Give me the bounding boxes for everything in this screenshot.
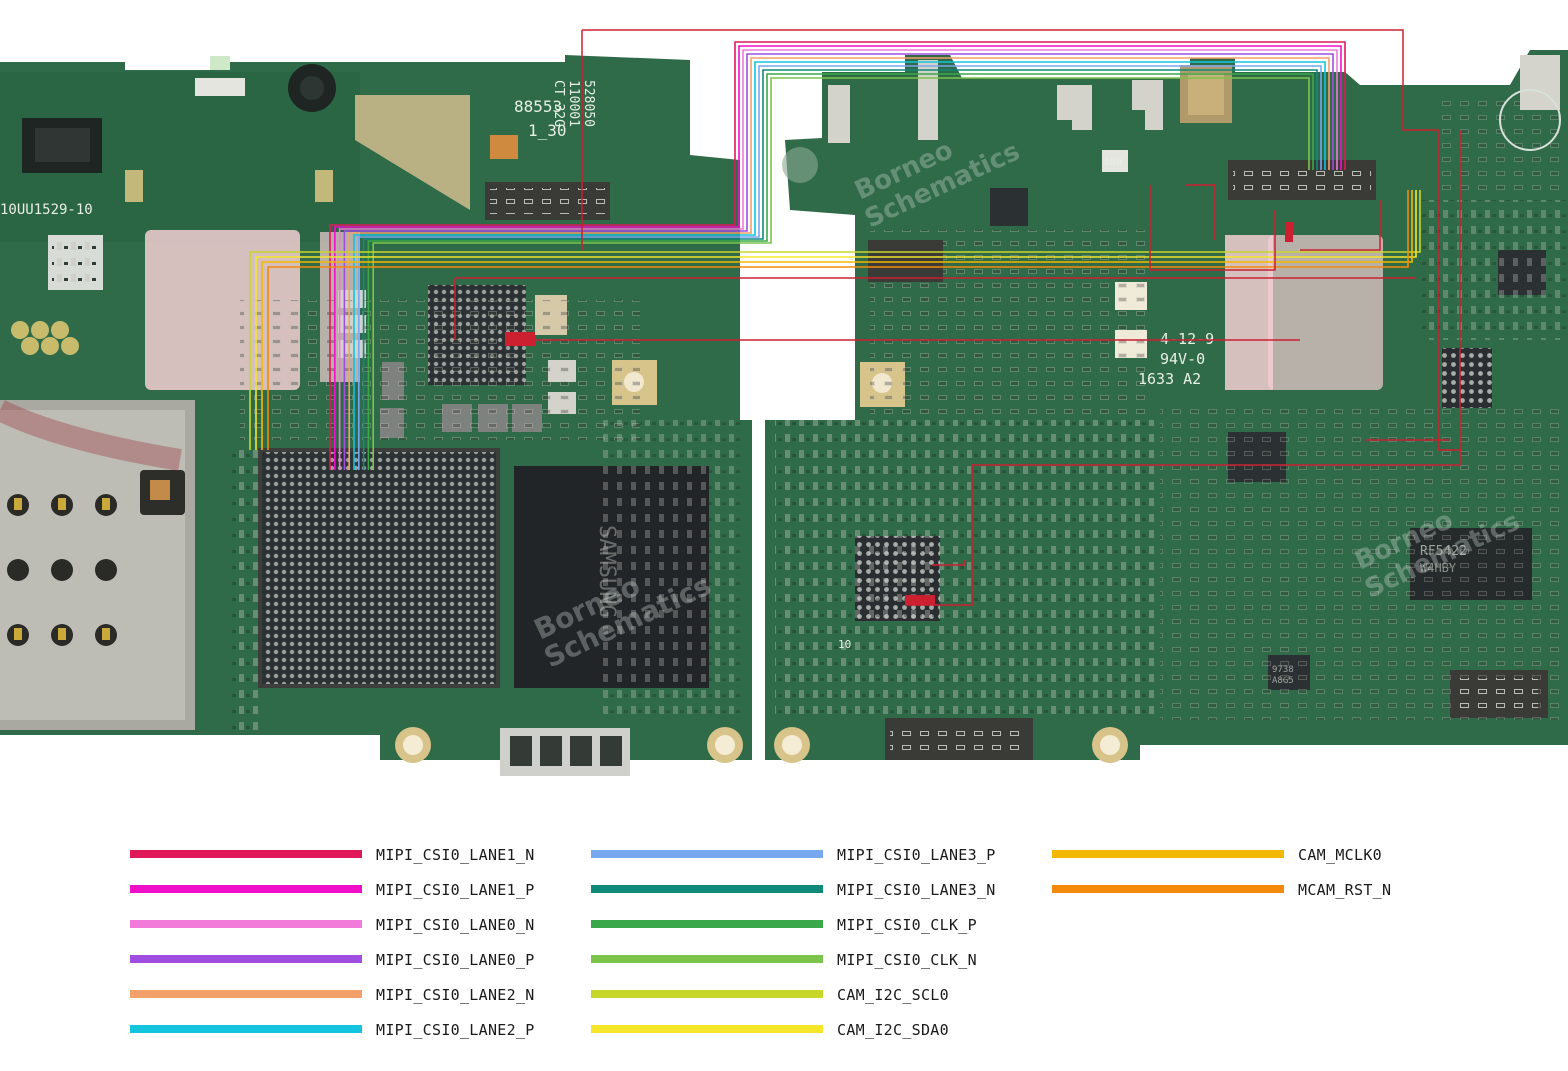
legend-label: MCAM_RST_N bbox=[1298, 881, 1392, 899]
legend-label: MIPI_CSI0_CLK_P bbox=[837, 916, 977, 934]
signal-trace bbox=[329, 41, 1346, 470]
right-board: RF5422 W4HBY 9738 A8G5 bbox=[765, 50, 1568, 763]
legend-label: MIPI_CSI0_LANE0_P bbox=[376, 951, 535, 969]
signal-trace bbox=[343, 53, 1334, 470]
legend-label: CAM_MCLK0 bbox=[1298, 846, 1382, 864]
svg-text:4-12-9: 4-12-9 bbox=[1160, 330, 1214, 348]
signal-trace bbox=[348, 57, 1330, 470]
left-board: SAMSUNG 10UU1529-10 88553 1_30 bbox=[0, 55, 752, 776]
legend-swatch bbox=[130, 955, 362, 963]
signal-trace bbox=[249, 190, 1421, 450]
sim-tray bbox=[0, 400, 195, 730]
svg-text:528050: 528050 bbox=[581, 80, 596, 127]
legend-label: MIPI_CSI0_LANE2_N bbox=[376, 986, 535, 1004]
svg-text:6R0: 6R0 bbox=[1104, 157, 1122, 168]
legend-swatch bbox=[591, 885, 823, 893]
legend-swatch bbox=[130, 885, 362, 893]
legend-swatch bbox=[591, 955, 823, 963]
processor-bga bbox=[258, 448, 500, 688]
svg-text:CT 32G: CT 32G bbox=[551, 80, 566, 127]
signal-trace bbox=[353, 61, 1326, 470]
svg-text:1_30: 1_30 bbox=[528, 121, 567, 140]
legend-swatch bbox=[1052, 850, 1284, 858]
legend-swatch bbox=[591, 990, 823, 998]
svg-text:10: 10 bbox=[838, 638, 851, 651]
signal-trace bbox=[357, 65, 1322, 470]
signal-trace bbox=[362, 69, 1318, 470]
legend-label: MIPI_CSI0_LANE3_N bbox=[837, 881, 996, 899]
signal-trace bbox=[372, 77, 1310, 470]
legend-swatch bbox=[591, 920, 823, 928]
legend-swatch bbox=[591, 1025, 823, 1033]
svg-text:10UU1529-10: 10UU1529-10 bbox=[0, 202, 93, 218]
legend-label: MIPI_CSI0_LANE0_N bbox=[376, 916, 535, 934]
svg-text:110001: 110001 bbox=[566, 80, 581, 127]
legend-swatch bbox=[130, 920, 362, 928]
svg-text:1633 A2: 1633 A2 bbox=[1138, 370, 1201, 388]
legend-swatch bbox=[130, 1025, 362, 1033]
legend-label: MIPI_CSI0_LANE1_N bbox=[376, 846, 535, 864]
legend-swatch bbox=[130, 850, 362, 858]
red-traces bbox=[454, 29, 1462, 606]
signal-traces bbox=[249, 41, 1421, 470]
legend-label: CAM_I2C_SCL0 bbox=[837, 986, 949, 1004]
legend-label: CAM_I2C_SDA0 bbox=[837, 1021, 949, 1039]
signal-trace bbox=[261, 190, 1413, 450]
svg-text:88553: 88553 bbox=[514, 97, 562, 116]
legend-label: MIPI_CSI0_CLK_N bbox=[837, 951, 977, 969]
legend-swatch bbox=[1052, 885, 1284, 893]
legend-label: MIPI_CSI0_LANE3_P bbox=[837, 846, 996, 864]
signal-trace bbox=[367, 73, 1314, 470]
pcb-board-diagram: SAMSUNG 10UU1529-10 88553 1_30 bbox=[0, 29, 1568, 776]
legend-label: MIPI_CSI0_LANE1_P bbox=[376, 881, 535, 899]
signal-trace bbox=[255, 190, 1417, 450]
legend-swatch bbox=[591, 850, 823, 858]
signal-trace bbox=[267, 190, 1409, 450]
legend-label: MIPI_CSI0_LANE2_P bbox=[376, 1021, 535, 1039]
legend-swatch bbox=[130, 990, 362, 998]
svg-text:94V-0: 94V-0 bbox=[1160, 350, 1205, 368]
signal-trace bbox=[338, 49, 1338, 470]
